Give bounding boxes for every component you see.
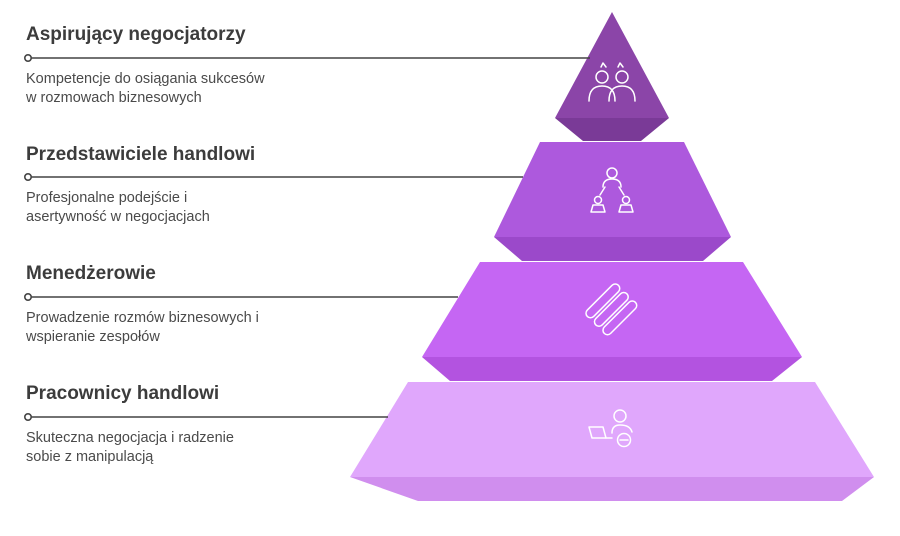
level-4-description-line-1: Skuteczna negocjacja i radzenie bbox=[26, 430, 234, 446]
tier-3-face bbox=[422, 262, 802, 357]
level-3-description-line-2: wspieranie zespołów bbox=[26, 329, 160, 345]
level-4-title: Pracownicy handlowi bbox=[26, 383, 220, 404]
tier-1-face bbox=[555, 12, 669, 118]
level-2-description: Profesjonalne podejście i asertywność w … bbox=[26, 189, 296, 227]
level-3-description-line-1: Prowadzenie rozmów biznesowych i bbox=[26, 310, 259, 326]
tier-2-shade bbox=[494, 237, 731, 261]
pyramid-tier-4 bbox=[350, 382, 874, 501]
level-3-description: Prowadzenie rozmów biznesowych i wspiera… bbox=[26, 309, 296, 347]
level-1-description-line-1: Kompetencje do osiągania sukcesów bbox=[26, 71, 265, 87]
level-1-description: Kompetencje do osiągania sukcesów w rozm… bbox=[26, 70, 296, 108]
tier-4-shade bbox=[350, 477, 874, 501]
level-2-title: Przedstawiciele handlowi bbox=[26, 144, 256, 165]
level-3-title: Menedżerowie bbox=[26, 263, 156, 284]
connector-1 bbox=[23, 53, 590, 62]
level-1-description-line-2: w rozmowach biznesowych bbox=[26, 90, 202, 106]
level-2-description-line-2: asertywność w negocjacjach bbox=[26, 209, 210, 225]
level-1-title: Aspirujący negocjatorzy bbox=[26, 24, 246, 45]
level-2-description-line-1: Profesjonalne podejście i bbox=[26, 190, 188, 206]
pyramid-tier-2 bbox=[494, 142, 731, 261]
connector-3 bbox=[23, 292, 458, 301]
chain-links-icon bbox=[585, 283, 638, 336]
level-4-description: Skuteczna negocjacja i radzenie sobie z … bbox=[26, 429, 296, 467]
team-hierarchy-icon bbox=[590, 167, 634, 213]
tier-1-shade bbox=[555, 118, 669, 141]
connector-4 bbox=[23, 412, 388, 421]
person-laptop-icon bbox=[588, 409, 633, 448]
level-4-description-line-2: sobie z manipulacją bbox=[26, 449, 154, 465]
tier-2-face bbox=[494, 142, 731, 237]
pyramid-tier-1 bbox=[555, 12, 669, 141]
pyramid-tier-3 bbox=[422, 262, 802, 381]
tier-3-shade bbox=[422, 357, 802, 381]
connector-2 bbox=[23, 173, 523, 182]
two-people-icon bbox=[588, 62, 636, 102]
